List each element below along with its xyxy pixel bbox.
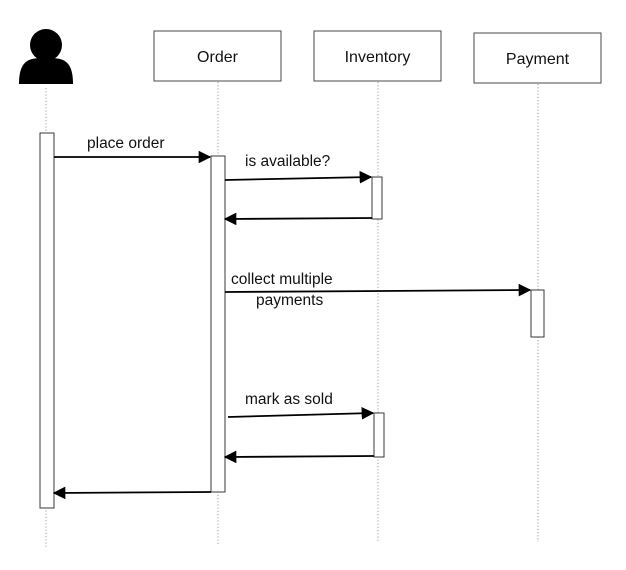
inventory-activation-sold bbox=[373, 412, 385, 458]
order-activation bbox=[210, 155, 226, 493]
payment-activation bbox=[530, 289, 545, 338]
participant-inventory-label: Inventory bbox=[345, 49, 411, 66]
participant-order: Order bbox=[153, 30, 282, 82]
message-sold-return-arrow bbox=[223, 450, 375, 464]
message-collect-payments-label-line1: collect multiple bbox=[231, 271, 333, 288]
user-icon bbox=[19, 29, 73, 84]
participant-payment-label: Payment bbox=[506, 51, 570, 68]
message-order-return-arrow bbox=[52, 486, 212, 500]
actor-activation bbox=[39, 132, 55, 509]
message-availability-return-arrow bbox=[223, 212, 373, 226]
participant-payment: Payment bbox=[473, 32, 602, 84]
message-mark-as-sold-label: mark as sold bbox=[245, 391, 333, 408]
message-mark-as-sold-arrow bbox=[227, 407, 375, 420]
message-collect-payments-label-line2: payments bbox=[256, 292, 323, 309]
message-is-available-label: is available? bbox=[245, 153, 331, 170]
message-place-order-label: place order bbox=[87, 135, 165, 152]
participant-order-label: Order bbox=[197, 49, 239, 66]
inventory-activation-check bbox=[371, 176, 383, 220]
message-collect-payments-arrow bbox=[224, 283, 532, 297]
participant-inventory: Inventory bbox=[313, 30, 442, 82]
message-is-available-arrow bbox=[224, 170, 373, 184]
